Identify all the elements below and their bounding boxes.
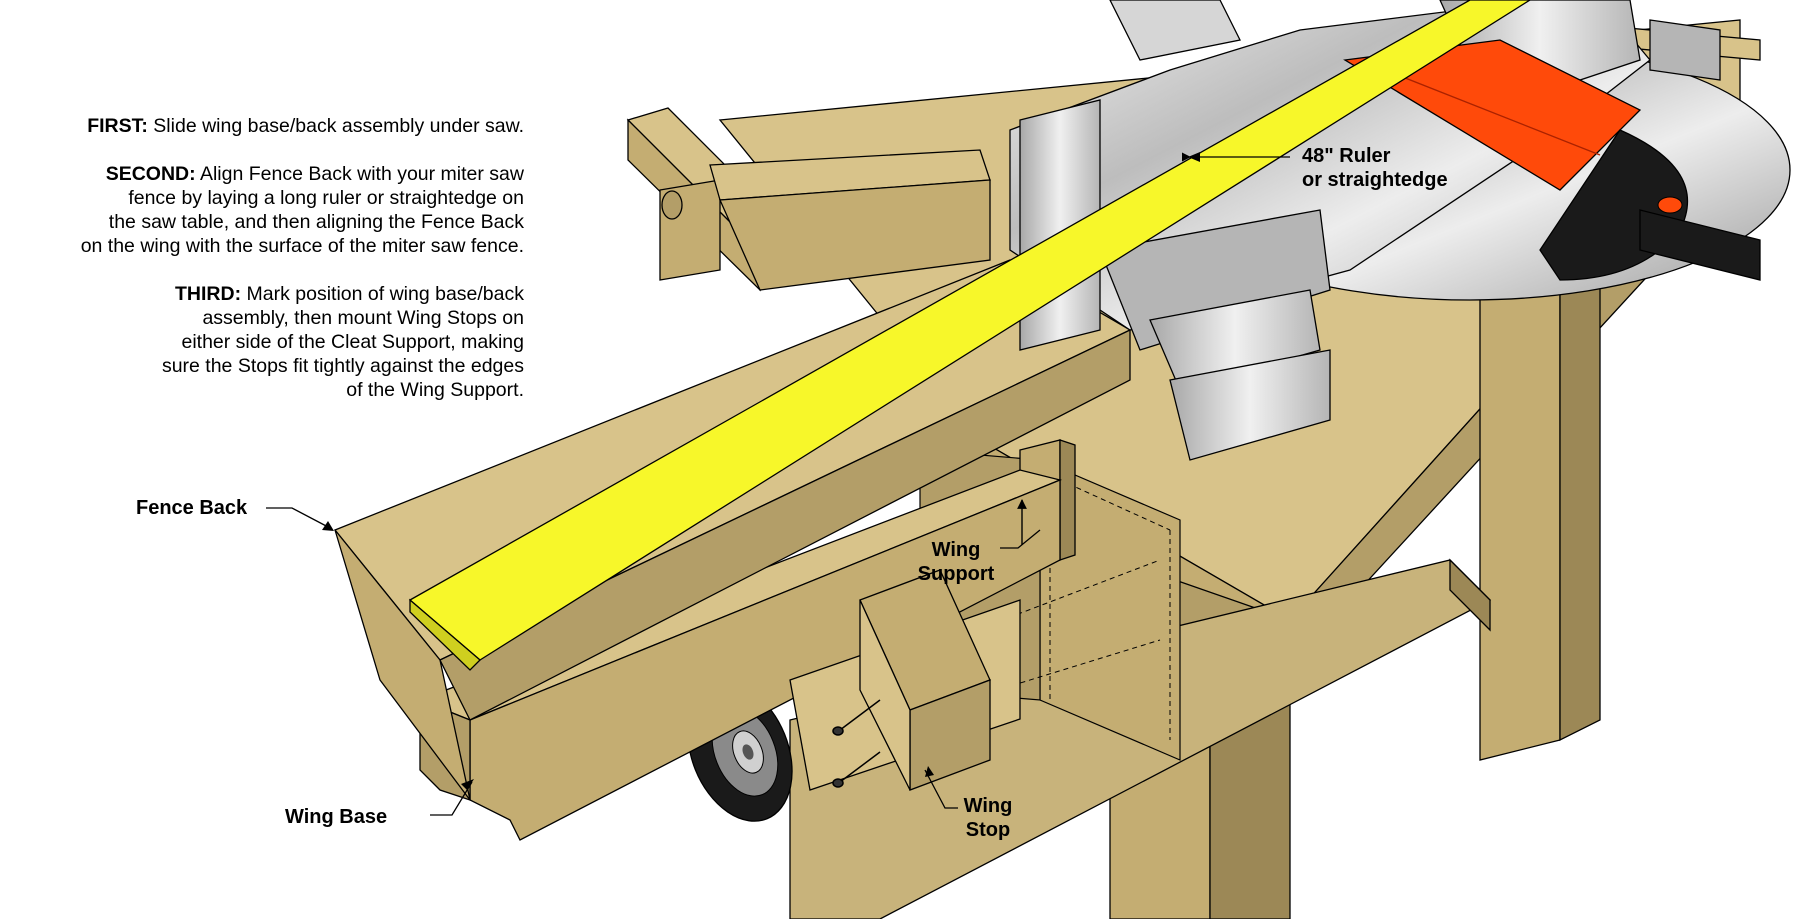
ruler-callout-line: or straightedge [1302, 169, 1448, 191]
instruction-third-line: of the Wing Support. [346, 379, 524, 401]
ruler [408, 0, 1532, 671]
leader-arrowheads [322, 152, 1200, 790]
instruction-first-label: FIRST: [87, 115, 148, 137]
instruction-second-line: Align Fence Back with your miter saw [199, 163, 524, 185]
wing-support-leader [1000, 529, 1041, 549]
fence-back-leader [266, 507, 331, 529]
instruction-second-line: fence by laying a long ruler or straight… [128, 187, 524, 209]
instruction-second-line: the saw table, and then aligning the Fen… [108, 211, 524, 233]
wing-support-callout: Wing Support [906, 538, 1006, 586]
instruction-third-label: THIRD: [175, 283, 242, 305]
instruction-first-line: Slide wing base/back assembly under saw. [153, 115, 524, 137]
instruction-third: THIRD: Mark position of wing base/back a… [162, 282, 524, 402]
ruler-callout: 48" Ruler or straightedge [1302, 144, 1448, 192]
wing-support-callout-line: Wing [931, 539, 981, 561]
instruction-third-line: Mark position of wing base/back [246, 283, 524, 305]
instruction-third-line: either side of the Cleat Support, making [181, 331, 524, 353]
fence-back-callout: Fence Back [136, 497, 248, 519]
wing-stop-callout: Wing Stop [948, 794, 1028, 842]
wing-base-callout: Wing Base [285, 806, 388, 828]
ruler-callout-line: 48" Ruler [1302, 145, 1391, 167]
leader-lines [266, 156, 1290, 816]
wing-stop-leader [924, 769, 958, 809]
instruction-third-line: assembly, then mount Wing Stops on [202, 307, 524, 329]
instruction-second-line: on the wing with the surface of the mite… [80, 235, 524, 257]
wing-stop-callout-line: Stop [965, 819, 1011, 841]
wing-base-leader [430, 781, 473, 816]
instruction-second: SECOND: Align Fence Back with your miter… [81, 162, 524, 258]
instruction-second-label: SECOND: [105, 163, 196, 185]
screws [832, 699, 881, 788]
instruction-third-line: sure the Stops fit tightly against the e… [161, 355, 524, 377]
instruction-first: FIRST: Slide wing base/back assembly und… [87, 114, 524, 138]
wing-stop [859, 569, 991, 791]
wing-support-callout-line: Support [917, 563, 995, 585]
wing-stop-callout-line: Wing [963, 795, 1013, 817]
back-post [626, 107, 991, 292]
